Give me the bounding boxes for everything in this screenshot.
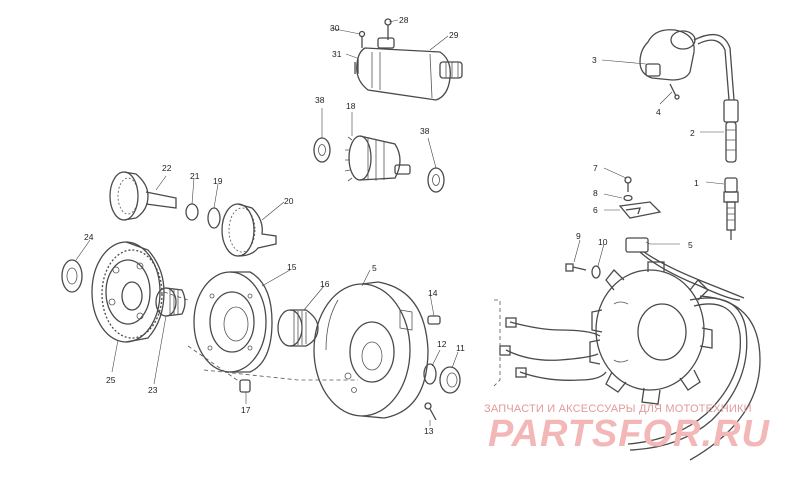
callout-28: 28 <box>399 15 409 25</box>
callout-2: 2 <box>690 128 695 138</box>
callout-6: 6 <box>593 205 598 215</box>
callout-25: 25 <box>106 375 116 385</box>
callout-12: 12 <box>437 339 447 349</box>
callout-5-stator: 5 <box>688 240 693 250</box>
ignition-coil <box>639 29 735 101</box>
idle-gear-20 <box>221 203 277 257</box>
bracket-6 <box>618 201 662 219</box>
callout-22: 22 <box>162 163 172 173</box>
callout-4: 4 <box>656 107 661 117</box>
callout-5-rotor: 5 <box>372 263 377 273</box>
stator-wiring <box>493 299 607 387</box>
callout-23: 23 <box>148 385 158 395</box>
callout-10: 10 <box>598 237 608 247</box>
callout-17: 17 <box>241 405 251 415</box>
starter-clutch <box>193 271 273 373</box>
bolt-28 <box>384 18 392 40</box>
bolt-4 <box>669 83 680 100</box>
callout-9: 9 <box>576 231 581 241</box>
callout-38-right: 38 <box>420 126 430 136</box>
seal-11 <box>439 366 461 394</box>
callout-11: 11 <box>456 343 465 353</box>
callout-15: 15 <box>287 262 297 272</box>
bolt-13 <box>424 402 437 421</box>
washer-38-right <box>427 167 445 193</box>
flywheel-rotor <box>313 281 429 419</box>
starter-driven-gear-25 <box>91 241 165 343</box>
washer-12 <box>423 363 437 385</box>
callout-24: 24 <box>84 232 94 242</box>
washer-8 <box>623 194 633 202</box>
callout-21: 21 <box>190 171 200 181</box>
callout-31: 31 <box>332 49 342 59</box>
callout-38-left: 38 <box>315 95 325 105</box>
watermark-logo: PARTSFOR.RU <box>488 413 770 455</box>
washer-19 <box>207 207 221 229</box>
spark-plug <box>723 177 739 240</box>
callout-20: 20 <box>284 196 294 206</box>
callout-8: 8 <box>593 188 598 198</box>
callout-7: 7 <box>593 163 598 173</box>
idle-gear-22 <box>109 171 177 221</box>
washer-21 <box>185 203 199 221</box>
washer-38-left <box>313 137 331 163</box>
stator-connector <box>625 237 745 301</box>
callout-16: 16 <box>320 279 330 289</box>
watermark: ЗАПЧАСТИ И АКСЕССУАРЫ ДЛЯ МОТОТЕХНИКИ PA… <box>484 403 770 455</box>
callout-30: 30 <box>330 23 340 33</box>
spark-plug-cap <box>723 99 739 163</box>
starter-motor <box>354 37 463 101</box>
callout-labels: 1 2 3 4 5 5 6 7 8 9 10 11 12 13 14 15 16… <box>84 15 699 436</box>
callout-19: 19 <box>213 176 223 186</box>
bolt-30 <box>358 30 366 48</box>
bolt-9 <box>565 263 587 272</box>
callout-18: 18 <box>346 101 356 111</box>
washer-24 <box>61 259 83 293</box>
callout-1: 1 <box>694 178 699 188</box>
watermark-caption: ЗАПЧАСТИ И АКСЕССУАРЫ ДЛЯ МОТОТЕХНИКИ <box>484 403 752 415</box>
needle-bearing-16 <box>277 309 319 347</box>
leader-lines <box>75 19 725 426</box>
callout-13: 13 <box>424 426 434 436</box>
washer-10 <box>591 265 601 279</box>
callout-14: 14 <box>428 288 438 298</box>
woodruff-key-14 <box>427 315 441 325</box>
roller-17 <box>239 379 251 393</box>
starter-drive <box>344 135 411 182</box>
stator-assembly <box>589 261 761 461</box>
bolt-7 <box>624 176 632 192</box>
callout-3: 3 <box>592 55 597 65</box>
callout-29: 29 <box>449 30 459 40</box>
